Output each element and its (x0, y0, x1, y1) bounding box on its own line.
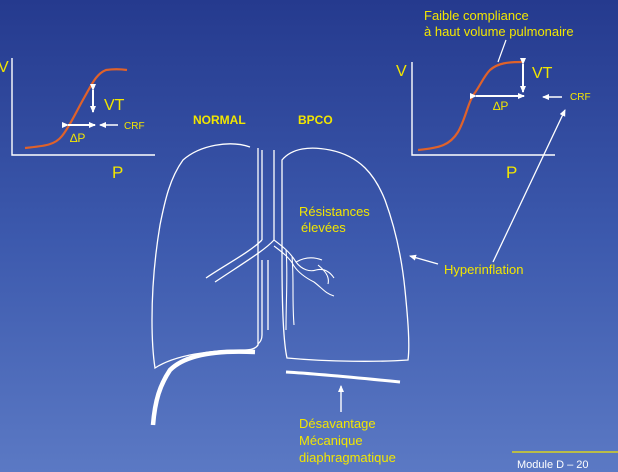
desavantage-line3: diaphragmatique (299, 450, 396, 465)
normal-heading: NORMAL (193, 113, 246, 127)
normal-pv-graph: V P VT ∆P CRF (0, 58, 155, 182)
footer-module-label: Module D – 20 (517, 459, 589, 471)
bpco-heading: BPCO (298, 113, 333, 127)
bpco-lung-outline (282, 148, 409, 361)
hyperinflation-to-graph-pointer (493, 110, 565, 262)
normal-vt-label: VT (104, 97, 125, 114)
hyperinflation-arrow (410, 256, 438, 264)
bpco-diaphragm (286, 372, 400, 382)
bpco-graph-p-label: P (506, 163, 517, 182)
normal-delta-p-label: ∆P (70, 131, 85, 145)
normal-diaphragm (153, 352, 255, 425)
resistances-label-line1: Résistances (299, 204, 370, 219)
faible-compliance-line1: Faible compliance (424, 8, 529, 23)
desavantage-line2: Mécanique (299, 433, 363, 448)
bpco-crf-label: CRF (570, 92, 591, 103)
desavantage-line1: Désavantage (299, 416, 376, 431)
normal-graph-v-label: V (0, 59, 9, 76)
bpco-delta-p-label: ∆P (493, 99, 508, 113)
faible-compliance-pointer (498, 40, 506, 62)
normal-lung-outline (152, 144, 258, 368)
faible-compliance-line2: à haut volume pulmonaire (424, 24, 574, 39)
resistances-label-line2: élevées (301, 220, 346, 235)
bpco-graph-v-label: V (396, 63, 407, 80)
lungs-illustration (152, 144, 409, 425)
normal-inner-bronchus (258, 260, 268, 344)
bpco-vt-label: VT (532, 65, 553, 82)
normal-crf-label: CRF (124, 121, 145, 132)
trachea (262, 150, 274, 240)
normal-main-bronchus (206, 240, 274, 282)
bpco-pv-graph: Faible compliance à haut volume pulmonai… (396, 8, 591, 182)
hyperinflation-label: Hyperinflation (444, 262, 524, 277)
normal-graph-p-label: P (112, 163, 123, 182)
